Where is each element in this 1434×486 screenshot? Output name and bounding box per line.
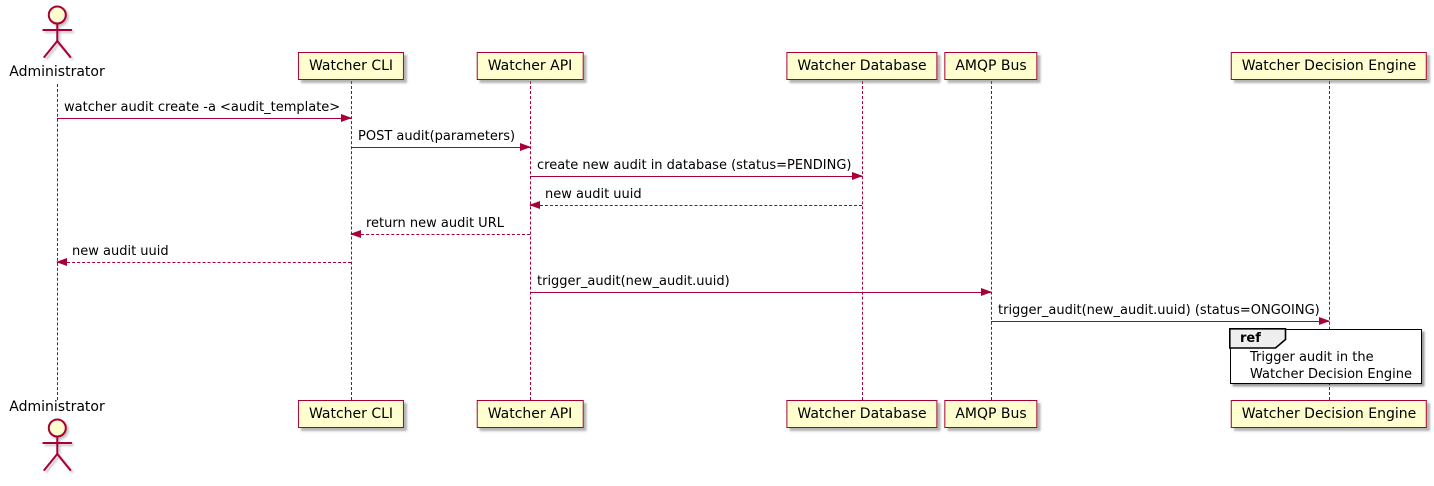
lifeline-administrator [56,84,58,400]
actor-label: Administrator [9,64,105,80]
participant-watcher-database-top: Watcher Database [786,52,938,80]
message-label: trigger_audit(new_audit.uuid) [537,274,730,289]
participant-amqp-bus-top: AMQP Bus [944,52,1038,80]
message-arrow [351,143,531,151]
participant-watcher-api-top: Watcher API [476,52,584,80]
actor-icon [42,418,72,471]
actor-label: Administrator [9,399,105,415]
participant-watcher-cli-bottom: Watcher CLI [297,400,405,428]
message-arrow [530,172,863,180]
message-return-audit-url: return new audit URL [350,216,530,238]
message-arrow [991,317,1330,325]
ref-text-line: Watcher Decision Engine [1250,366,1412,382]
actor-administrator-bottom: Administrator [9,399,105,475]
ref-body: Trigger audit in the Watcher Decision En… [1231,330,1421,383]
arrowhead-right-icon [981,288,992,296]
lifeline-watcher-database [861,81,863,400]
participant-watcher-api-bottom: Watcher API [476,400,584,428]
arrowhead-right-icon [520,143,531,151]
participant-watcher-database-bottom: Watcher Database [786,400,938,428]
message-new-audit-uuid-db: new audit uuid [529,187,862,209]
arrowhead-right-icon [1319,317,1330,325]
participant-watcher-decision-engine-bottom: Watcher Decision Engine [1230,400,1428,428]
message-post-audit: POST audit(parameters) [351,129,531,151]
message-label: new audit uuid [72,244,169,259]
message-arrow [57,114,352,122]
participant-watcher-decision-engine-top: Watcher Decision Engine [1230,52,1428,80]
lifeline-watcher-api [529,81,531,400]
message-audit-create: watcher audit create -a <audit_template> [57,100,352,122]
arrowhead-left-icon [529,201,540,209]
message-arrow [350,230,530,238]
arrowhead-left-icon [350,230,361,238]
message-new-audit-uuid-cli: new audit uuid [56,244,351,266]
arrowhead-left-icon [56,258,67,266]
message-arrow [56,258,351,266]
message-trigger-audit-ongoing: trigger_audit(new_audit.uuid) (status=ON… [991,303,1330,325]
message-label: return new audit URL [366,216,504,231]
participant-watcher-cli-top: Watcher CLI [297,52,405,80]
message-label: watcher audit create -a <audit_template> [64,100,341,115]
message-create-audit-db: create new audit in database (status=PEN… [530,158,863,180]
message-label: new audit uuid [545,187,642,202]
actor-icon [42,5,72,58]
lifeline-watcher-cli [350,81,352,400]
arrowhead-right-icon [341,114,352,122]
message-trigger-audit: trigger_audit(new_audit.uuid) [530,274,992,296]
actor-administrator-top: Administrator [9,4,105,80]
message-label: POST audit(parameters) [358,129,516,144]
ref-text-line: Trigger audit in the [1250,350,1374,365]
participant-amqp-bus-bottom: AMQP Bus [944,400,1038,428]
ref-fragment: ref Trigger audit in the Watcher Decisio… [1229,328,1422,384]
ref-keyword: ref [1240,331,1261,346]
message-label: trigger_audit(new_audit.uuid) (status=ON… [998,303,1320,318]
lifeline-amqp-bus [990,81,992,400]
message-arrow [530,288,992,296]
lifeline-watcher-decision-engine [1328,81,1330,400]
arrowhead-right-icon [852,172,863,180]
message-arrow [529,201,862,209]
message-label: create new audit in database (status=PEN… [537,158,852,173]
ref-tab-icon [1229,328,1287,350]
